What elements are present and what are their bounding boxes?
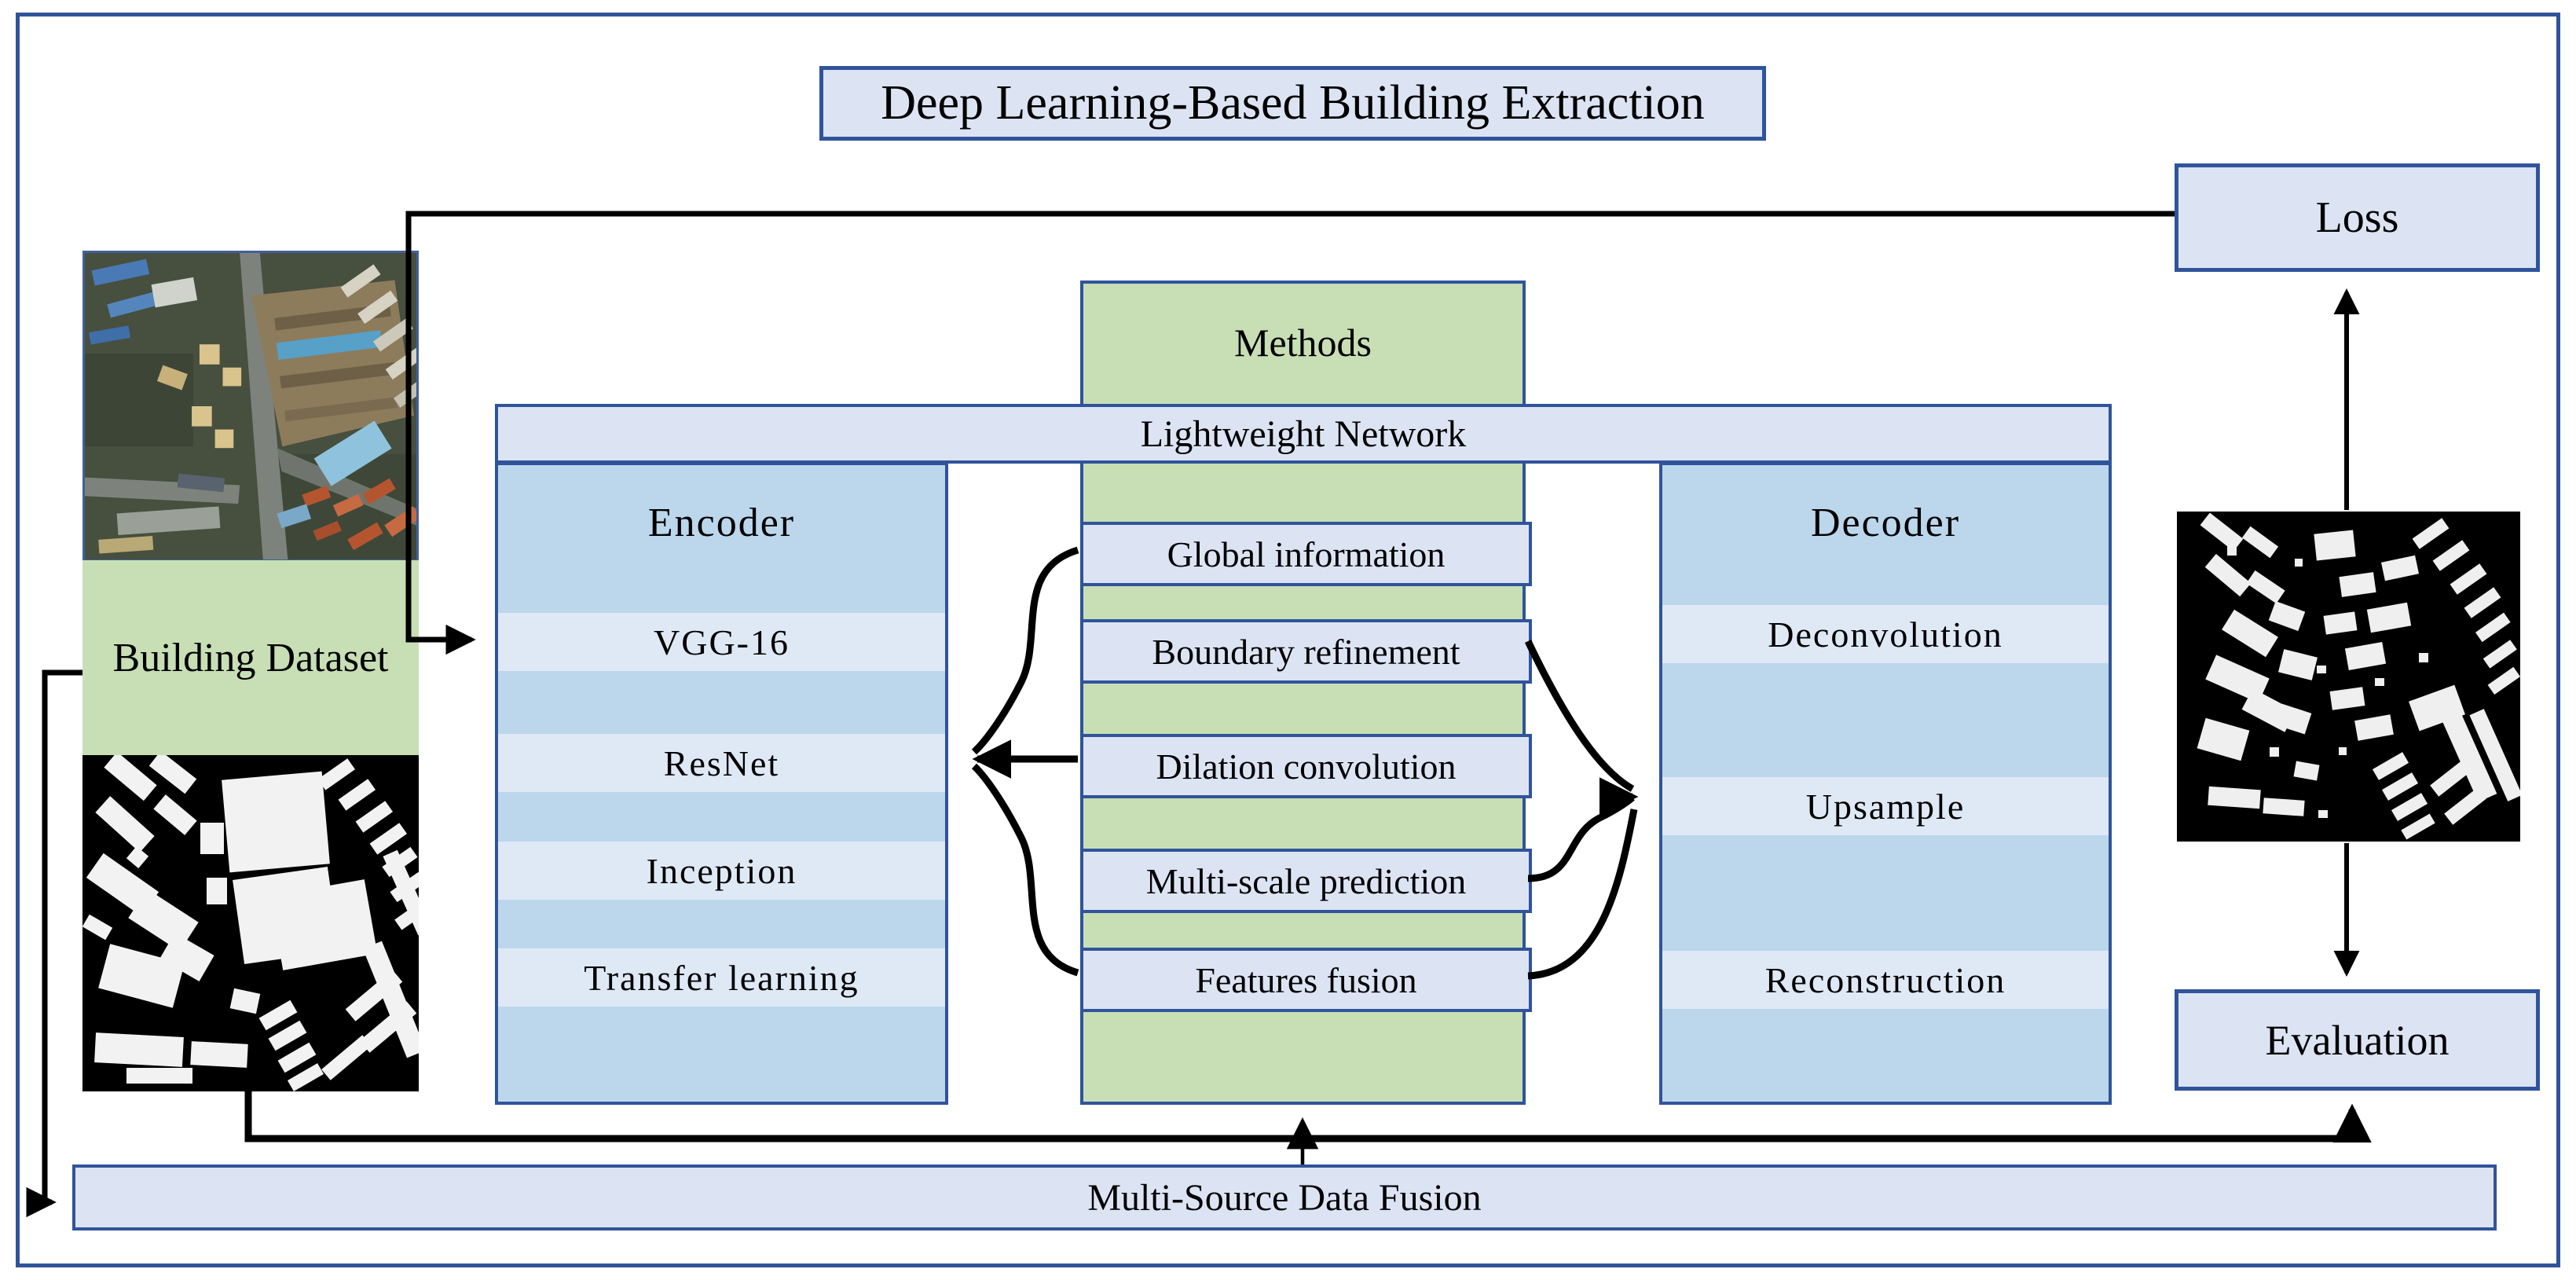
encoder-title: Encoder: [647, 501, 796, 545]
loss-node: Loss: [2175, 163, 2540, 272]
decoder-item-deconvolution: Deconvolution: [1662, 605, 2109, 663]
building-dataset-node: Building Dataset: [82, 560, 419, 755]
ground-truth-mask-graphic: [82, 755, 419, 1091]
lightweight-network-bar: Lightweight Network: [495, 404, 2112, 464]
loss-label: Loss: [2315, 193, 2399, 242]
encoder-box: Encoder VGG-16 ResNet Inception Transfer…: [495, 462, 948, 1105]
lightweight-network-label: Lightweight Network: [1140, 413, 1467, 455]
decoder-box: Decoder Deconvolution Upsample Reconstru…: [1659, 462, 2112, 1105]
encoder-item-transfer-learning: Transfer learning: [498, 948, 945, 1007]
evaluation-label: Evaluation: [2265, 1016, 2450, 1064]
ground-truth-mask-image: [82, 755, 419, 1091]
method-item-global-information: Global information: [1080, 522, 1532, 586]
method-item-dilation-convolution: Dilation convolution: [1080, 734, 1532, 798]
method-item-boundary-refinement: Boundary refinement: [1080, 619, 1532, 684]
decoder-item-reconstruction: Reconstruction: [1662, 951, 2109, 1009]
methods-title: Methods: [1234, 321, 1372, 365]
building-dataset-label: Building Dataset: [112, 635, 389, 680]
evaluation-node: Evaluation: [2175, 989, 2540, 1091]
encoder-item-inception: Inception: [498, 842, 945, 900]
decoder-title: Decoder: [1810, 501, 1961, 545]
aerial-image: [82, 251, 419, 562]
predicted-mask-image: [2177, 512, 2520, 842]
page-title-text: Deep Learning-Based Building Extraction: [881, 76, 1705, 130]
multi-source-data-fusion-bar: Multi-Source Data Fusion: [72, 1164, 2497, 1230]
decoder-item-upsample: Upsample: [1662, 777, 2109, 835]
multi-source-data-fusion-label: Multi-Source Data Fusion: [1087, 1176, 1482, 1219]
encoder-item-vgg16: VGG-16: [498, 613, 945, 671]
predicted-mask-graphic: [2177, 512, 2520, 842]
aerial-image-graphic: [85, 253, 416, 559]
encoder-item-resnet: ResNet: [498, 734, 945, 792]
method-item-features-fusion: Features fusion: [1080, 948, 1532, 1012]
method-item-multi-scale-prediction: Multi-scale prediction: [1080, 849, 1532, 913]
page-title: Deep Learning-Based Building Extraction: [819, 66, 1766, 141]
